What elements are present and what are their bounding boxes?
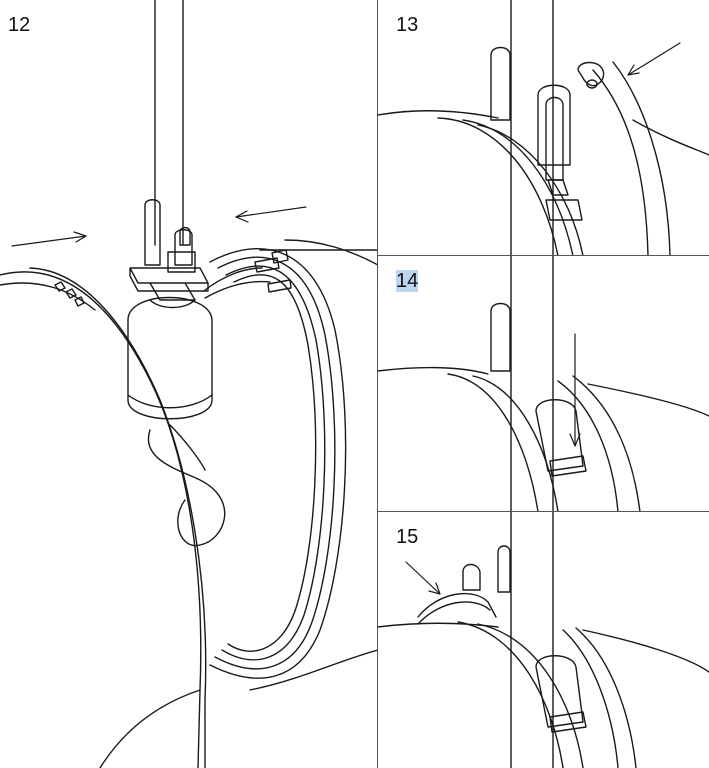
ring-band-1: [593, 70, 648, 256]
shade-left-outer-edge: [0, 272, 201, 768]
ring-band-1: [563, 630, 618, 768]
lamp-bulb: [148, 430, 224, 546]
rim-outer: [448, 374, 538, 512]
rim-outer: [438, 118, 558, 256]
shade-right-ring-inner: [222, 266, 325, 660]
panel-step-15: 15: [378, 512, 709, 768]
clip-closed: [536, 656, 583, 727]
panel-divider-horizontal: [378, 511, 709, 512]
arrow-down: [570, 334, 580, 446]
ring-band-2: [576, 628, 636, 768]
rim-inner: [463, 120, 573, 256]
ring-band-1: [558, 381, 618, 512]
ring-band-2: [613, 62, 670, 256]
panel-step-14: 14: [378, 256, 709, 512]
shade-left-inner-edge: [30, 268, 206, 768]
step-number-highlight: 14: [396, 270, 419, 292]
shade-right-ring-outer: [210, 249, 346, 678]
step-13-illustration: [378, 0, 709, 256]
pendant-rod: [511, 0, 553, 256]
ring-tab-3: [268, 280, 291, 292]
arrow-left: [12, 232, 86, 246]
panel-step-13: 13: [378, 0, 709, 256]
wire: [205, 268, 262, 290]
ring-tab-2: [272, 250, 288, 263]
step-12-illustration: [0, 0, 378, 768]
cross-plate: [130, 268, 208, 291]
panel-step-12: 12: [0, 0, 378, 768]
step-number: 15: [396, 526, 419, 548]
clip-closed: [536, 400, 583, 471]
pendant-rod: [155, 0, 183, 245]
step-number: 12: [8, 14, 31, 36]
step-14-illustration: [378, 256, 709, 512]
arrow-clip: [628, 43, 680, 75]
ring-band-2: [573, 376, 640, 512]
rim-clip-left: [55, 282, 84, 306]
panel-divider-horizontal: [378, 255, 709, 256]
step-number: 13: [396, 14, 419, 36]
clip-lifted: [578, 63, 604, 86]
step-15-illustration: [378, 512, 709, 768]
holder: [491, 48, 510, 121]
rim-inner: [473, 376, 558, 512]
shade-right-ring-mid: [215, 257, 335, 669]
rim-inner: [478, 624, 583, 768]
holder-bracket: [145, 200, 160, 265]
arrow-clip: [406, 562, 440, 594]
rim-outer: [458, 622, 563, 768]
pendant-rod: [511, 512, 553, 768]
lamp-socket: [128, 298, 212, 419]
step-number: 14: [396, 270, 419, 293]
pendant-rod: [511, 256, 553, 512]
clip-bent: [418, 594, 496, 617]
panel-divider-vertical: [377, 0, 378, 768]
arrow-right: [236, 207, 306, 222]
